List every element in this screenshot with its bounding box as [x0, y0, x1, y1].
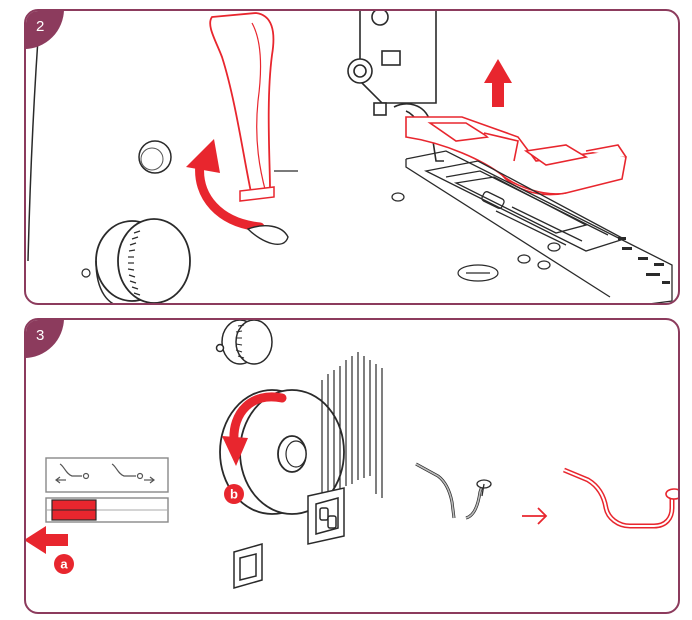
ribbed-side-panel [321, 352, 383, 500]
lever-position-after [563, 467, 678, 529]
step-2-badge: 2 [26, 11, 64, 49]
step-3-illustration: a b [26, 320, 678, 589]
presser-foot [405, 116, 627, 196]
plate-screws [391, 192, 561, 282]
lever-position-before [415, 462, 492, 520]
thread-tension-hole [138, 140, 172, 174]
lift-arrow-curved [186, 139, 265, 232]
transition-arrow [522, 507, 548, 525]
large-handwheel [219, 389, 345, 515]
marker-a: a [54, 554, 74, 574]
rotate-arrow [222, 392, 287, 466]
small-knob [215, 320, 273, 365]
step-2-illustration [27, 11, 673, 303]
presser-foot-lever [209, 12, 298, 202]
step-3-panel: 3 a [24, 318, 680, 614]
power-switch [233, 543, 263, 589]
handwheel-knob [81, 218, 191, 303]
presser-lever-switch [45, 457, 169, 523]
lever-base [246, 225, 289, 246]
step-3-badge: 3 [26, 320, 64, 358]
step-2-panel: 2 [24, 9, 680, 305]
lift-arrow-up [484, 59, 512, 107]
plate-guide-marks [618, 237, 670, 284]
svg-text:a: a [60, 557, 68, 572]
slide-left-arrow [26, 526, 68, 554]
power-socket [307, 487, 345, 545]
marker-b: b [224, 484, 244, 504]
svg-text:b: b [230, 487, 238, 502]
